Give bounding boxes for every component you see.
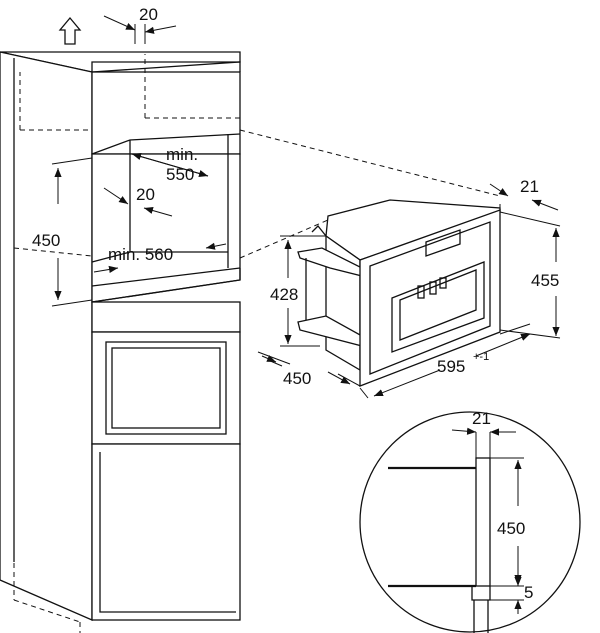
dim-appliance-height-front: 428 bbox=[270, 285, 298, 304]
dim-niche-width-min: min. 560 bbox=[108, 245, 173, 264]
dim-niche-inner-offset: 20 bbox=[136, 185, 155, 204]
appliance-dimensions: 21 455 428 450 595 +-1 bbox=[257, 177, 561, 399]
dim-frame-height: 455 bbox=[531, 271, 559, 290]
dim-top-offset: 20 bbox=[139, 5, 158, 24]
dim-detail-gap: 5 bbox=[524, 583, 533, 602]
cabinet-dimensions: 20 min. 550 20 450 min. 560 bbox=[32, 5, 227, 307]
dim-detail-frame-depth: 21 bbox=[472, 409, 491, 428]
dim-niche-depth-value: 550 bbox=[166, 165, 194, 184]
tall-cabinet bbox=[0, 51, 241, 621]
projection-lines bbox=[13, 54, 501, 633]
dim-niche-depth-min: min. bbox=[166, 145, 198, 164]
dim-appliance-width-tolerance: +-1 bbox=[473, 351, 489, 363]
dim-frame-depth: 21 bbox=[520, 177, 539, 196]
dim-niche-height: 450 bbox=[32, 231, 60, 250]
coffee-machine bbox=[297, 199, 501, 387]
dim-appliance-width: 595 bbox=[437, 357, 465, 376]
detail-view: 21 450 5 bbox=[359, 409, 581, 633]
dim-appliance-depth: 450 bbox=[283, 369, 311, 388]
dim-detail-height: 450 bbox=[497, 519, 525, 538]
up-arrow-icon bbox=[58, 16, 82, 45]
